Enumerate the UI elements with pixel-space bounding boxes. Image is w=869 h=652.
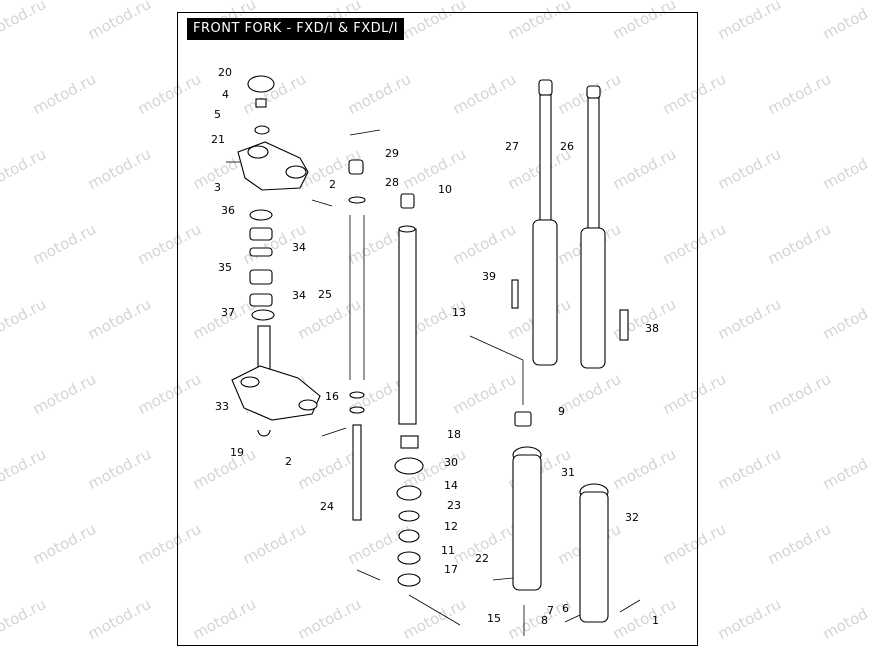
callout-label: 12 (444, 520, 458, 533)
fork-tube (398, 193, 417, 425)
callout-label: 14 (444, 479, 458, 492)
callout-label: 2 (285, 455, 292, 468)
callout-label: 35 (218, 261, 232, 274)
callout-label: 32 (625, 511, 639, 524)
callout-label: 3 (214, 181, 221, 194)
callout-label: 37 (221, 306, 235, 319)
callout-label: 18 (447, 428, 461, 441)
callout-label: 13 (452, 306, 466, 319)
callout-label: 22 (475, 552, 489, 565)
bearing-stack (249, 209, 275, 321)
callout-label: 30 (444, 456, 458, 469)
callout-label: 19 (230, 446, 244, 459)
callout-label: 36 (221, 204, 235, 217)
callout-label: 31 (561, 466, 575, 479)
callout-label: 1 (652, 614, 659, 627)
callout-label: 23 (447, 499, 461, 512)
callout-label: 9 (558, 405, 565, 418)
callout-label: 34 (292, 241, 306, 254)
callout-label: 20 (218, 66, 232, 79)
callout-label: 34 (292, 289, 306, 302)
diagram-title: FRONT FORK - FXD/I & FXDL/I (187, 18, 405, 40)
callout-label: 25 (318, 288, 332, 301)
spring-column (348, 129, 381, 581)
callout-label: 17 (444, 563, 458, 576)
callout-label: 29 (385, 147, 399, 160)
fork-sliders-lower (492, 411, 641, 636)
callout-label: 2 (329, 178, 336, 191)
callout-label: 21 (211, 133, 225, 146)
callout-label: 28 (385, 176, 399, 189)
diagram-frame (177, 12, 698, 646)
callout-label: 11 (441, 544, 455, 557)
callout-label: 24 (320, 500, 334, 513)
callout-label: 7 (547, 604, 554, 617)
callout-label: 5 (214, 108, 221, 121)
callout-label: 38 (645, 322, 659, 335)
callout-label: 26 (560, 140, 574, 153)
callout-label: 6 (562, 602, 569, 615)
seal-stack (394, 435, 461, 626)
callout-label: 8 (541, 614, 548, 627)
callout-label: 10 (438, 183, 452, 196)
upper-bracket (226, 75, 333, 207)
callout-label: 27 (505, 140, 519, 153)
callout-label: 33 (215, 400, 229, 413)
lower-bracket (231, 325, 347, 437)
callout-label: 39 (482, 270, 496, 283)
callouts: 20 4 5 21 3 2 29 28 10 27 26 36 34 35 34… (211, 66, 659, 627)
callout-label: 15 (487, 612, 501, 625)
callout-label: 4 (222, 88, 229, 101)
callout-label: 16 (325, 390, 339, 403)
fork-sliders-upper (469, 79, 629, 405)
